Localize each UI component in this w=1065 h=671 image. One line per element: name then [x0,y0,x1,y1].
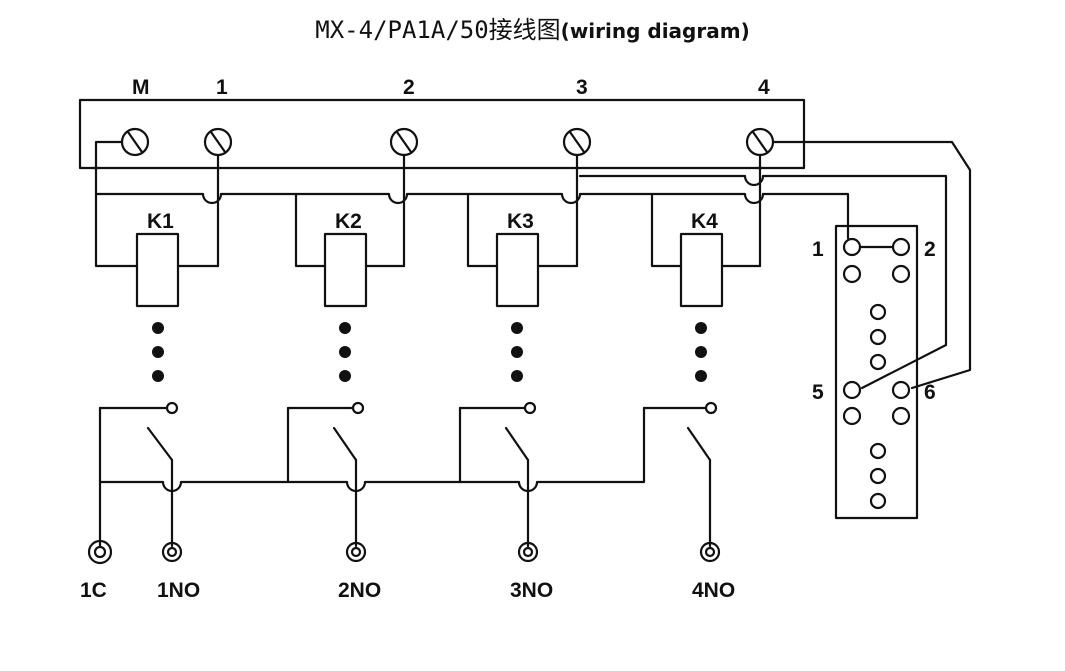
output-terminal-4no [699,541,721,563]
output-terminal-3no [517,541,539,563]
relay-coil-k1: K1 [135,210,180,308]
pin-label-2: 2 [924,238,936,261]
output-label-1no: 1NO [157,579,200,602]
output-label-4no: 4NO [692,579,735,602]
pin-label-1: 1 [812,238,824,261]
output-terminal-2no [345,541,367,563]
screw-terminal-3 [562,127,592,157]
terminal-label-m: M [132,76,150,99]
relay-label-k4: K4 [691,210,718,233]
linkage-dots-k3 [511,322,523,382]
contact-switch-2 [286,401,365,548]
linkage-dots-k1 [152,322,164,382]
terminal-label-4: 4 [758,76,770,99]
relay-coil-k4: K4 [679,210,724,308]
terminal-label-3: 3 [576,76,588,99]
diagram-title: MX-4/PA1A/50接线图(wiring diagram) [0,10,1065,45]
terminal-label-2: 2 [403,76,415,99]
title-main: MX-4/PA1A/50接线图 [315,16,561,44]
relay-label-k3: K3 [507,210,534,233]
common-bus-wire [94,140,850,240]
pin-label-5: 5 [812,381,824,404]
contact-switch-3 [458,401,537,548]
output-terminal-1c [87,539,113,565]
linkage-dots-k2 [339,322,351,382]
contact-switch-1 [98,401,179,548]
screw-terminal-1 [203,127,233,157]
screw-terminal-m [120,127,150,157]
terminal-label-1: 1 [216,76,228,99]
linkage-dots-k4 [695,322,707,382]
output-label-3no: 3NO [510,579,553,602]
output-label-1c: 1C [80,579,107,602]
connector-block [834,224,919,520]
bus-to-pin5-wire [578,174,948,390]
title-sub: (wiring diagram) [560,19,750,43]
relay-coil-k3: K3 [495,210,540,308]
connector-pins [842,237,911,510]
output-label-2no: 2NO [338,579,381,602]
contact-switch-4 [642,401,718,548]
pin-label-6: 6 [924,381,936,404]
terminal4-to-pin6-wire [771,140,972,390]
relay-label-k1: K1 [147,210,174,233]
relay-coil-k2: K2 [323,210,368,308]
output-terminal-1no [161,541,183,563]
screw-terminal-2 [389,127,419,157]
relay-label-k2: K2 [335,210,362,233]
screw-terminal-4 [745,127,775,157]
terminal-block [78,98,806,170]
